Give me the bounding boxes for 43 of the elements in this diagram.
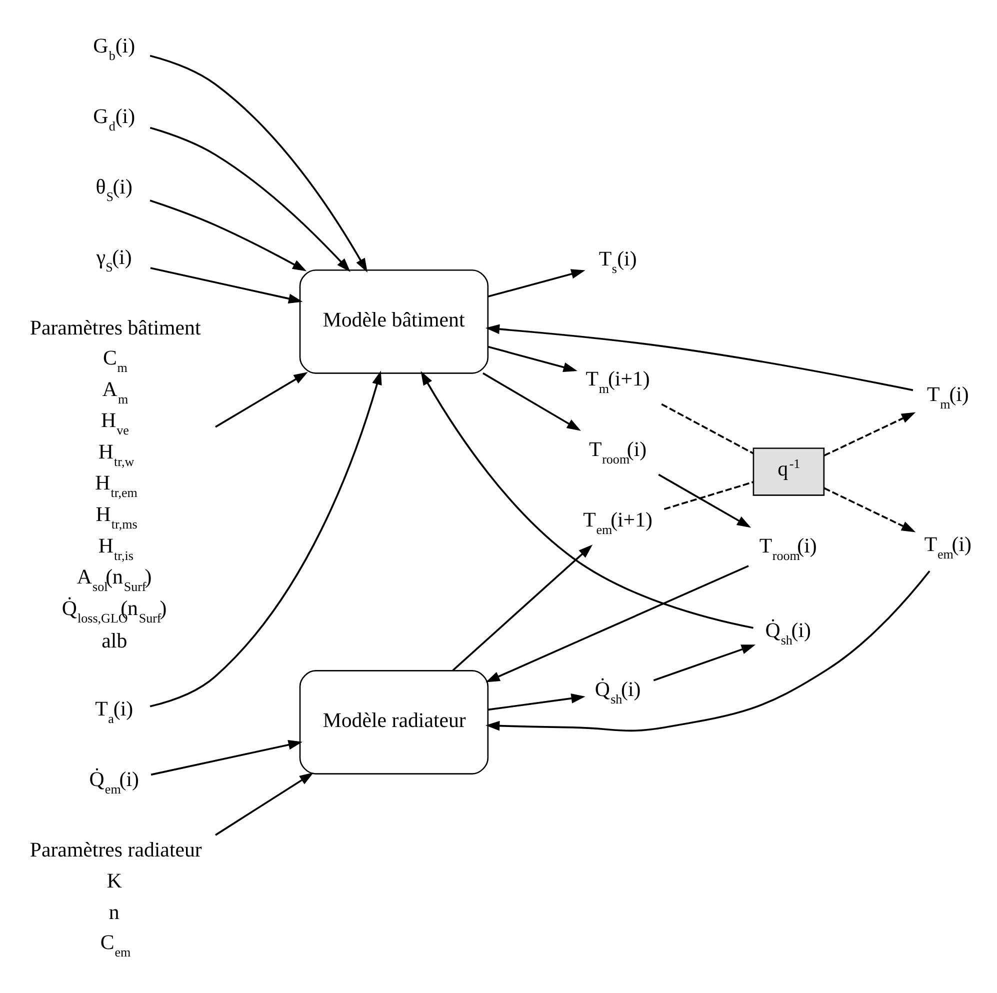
node-text: Paramètres bâtiment C$_{m}$ A$_{m}$ H$_{ve}$ H$_{tr,w}$ H$_{tr,em}$ H$_{tr,ms}$ H$_{tr,is}$ A$_{sol}$(n$_{Surf}$) Q̇$_{loss,GLO}$(n$_{Surf}$) alb <box>29 315 200 653</box>
arrow <box>150 267 302 304</box>
node-text: T$_{m}$(i) <box>926 382 968 412</box>
arrow <box>149 54 368 272</box>
node-text: T$_{em}$(i+1) <box>582 507 652 537</box>
arrow <box>823 487 916 532</box>
arrow <box>487 269 585 298</box>
node-text: Q̇$_{sh}$(i) <box>594 676 640 706</box>
node-text: T$_{s}$(i) <box>598 246 636 276</box>
connector <box>663 481 754 510</box>
arrow <box>149 370 382 708</box>
node-text: G$_{b}$(i) <box>92 34 135 64</box>
node-text: G$_{d}$(i) <box>92 104 135 134</box>
node-box: Modèle radiateur <box>298 670 488 774</box>
connector <box>660 403 754 454</box>
arrow <box>658 474 751 528</box>
arrow <box>214 372 308 428</box>
arrow <box>149 200 306 272</box>
arrow <box>484 324 913 392</box>
arrow <box>823 412 916 456</box>
node-text: T$_{room}$(i) <box>588 436 646 466</box>
node-text: T$_{room}$(i) <box>758 533 816 563</box>
node-text: Q̇$_{sh}$(i) <box>764 618 811 648</box>
node-text: T$_{a}$(i) <box>94 696 133 726</box>
arrow <box>420 371 753 629</box>
node-text: T$_{m}$(i+1) <box>585 366 650 396</box>
arrow <box>214 772 314 836</box>
node-text: θ$_{S}$(i) <box>95 174 132 204</box>
arrow <box>487 346 577 372</box>
arrow <box>482 372 580 431</box>
arrow <box>652 644 756 682</box>
node-text: T$_{em}$(i) <box>924 532 972 562</box>
node-text: Paramètres radiateur K n C$_{em}$ <box>29 837 202 960</box>
node-box: q$^{-1}$ <box>752 448 824 496</box>
arrow <box>485 565 748 682</box>
arrow <box>485 570 930 732</box>
node-box: Modèle bâtiment <box>298 269 488 374</box>
arrow <box>149 126 350 272</box>
node-text: γ$_{S}$(i) <box>96 244 132 274</box>
arrow <box>487 694 585 711</box>
arrow <box>452 544 592 671</box>
arrow <box>150 740 302 776</box>
node-text: Q̇$_{em}$(i) <box>88 766 138 796</box>
